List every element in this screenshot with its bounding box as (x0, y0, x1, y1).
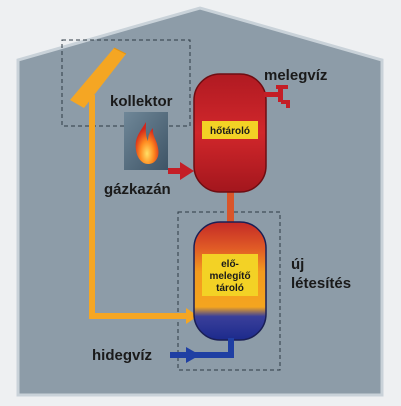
flame-icon (135, 122, 159, 164)
new-installation-label-line2: létesítés (291, 275, 351, 292)
collector-region (61, 39, 191, 127)
collector-label: kollektor (110, 93, 173, 110)
hot-water-tap (264, 85, 290, 108)
tank-connecting-pipe (227, 190, 234, 224)
gas-boiler-label: gázkazán (104, 181, 171, 198)
gas-boiler (124, 112, 168, 170)
hot-water-label: melegvíz (264, 67, 327, 84)
heat-storage-tank: hőtároló (193, 73, 267, 193)
cold-water-arrow (186, 347, 200, 363)
boiler-pipe-arrow (180, 162, 194, 180)
solar-collector (70, 47, 127, 108)
boiler-pipe (168, 168, 182, 174)
house-outline (16, 6, 384, 397)
preheat-storage-label-line2: melegítő (209, 271, 250, 282)
preheat-storage-tank: elő- melegítő tároló (193, 221, 267, 341)
cold-water-label: hidegvíz (92, 347, 152, 364)
collector-pipe-arrow (186, 308, 198, 324)
preheat-storage-label-line1: elő- (221, 259, 239, 270)
preheat-storage-label-line3: tároló (216, 283, 244, 294)
new-installation-label-line1: új (291, 256, 304, 273)
heat-storage-label: hőtároló (210, 126, 250, 137)
